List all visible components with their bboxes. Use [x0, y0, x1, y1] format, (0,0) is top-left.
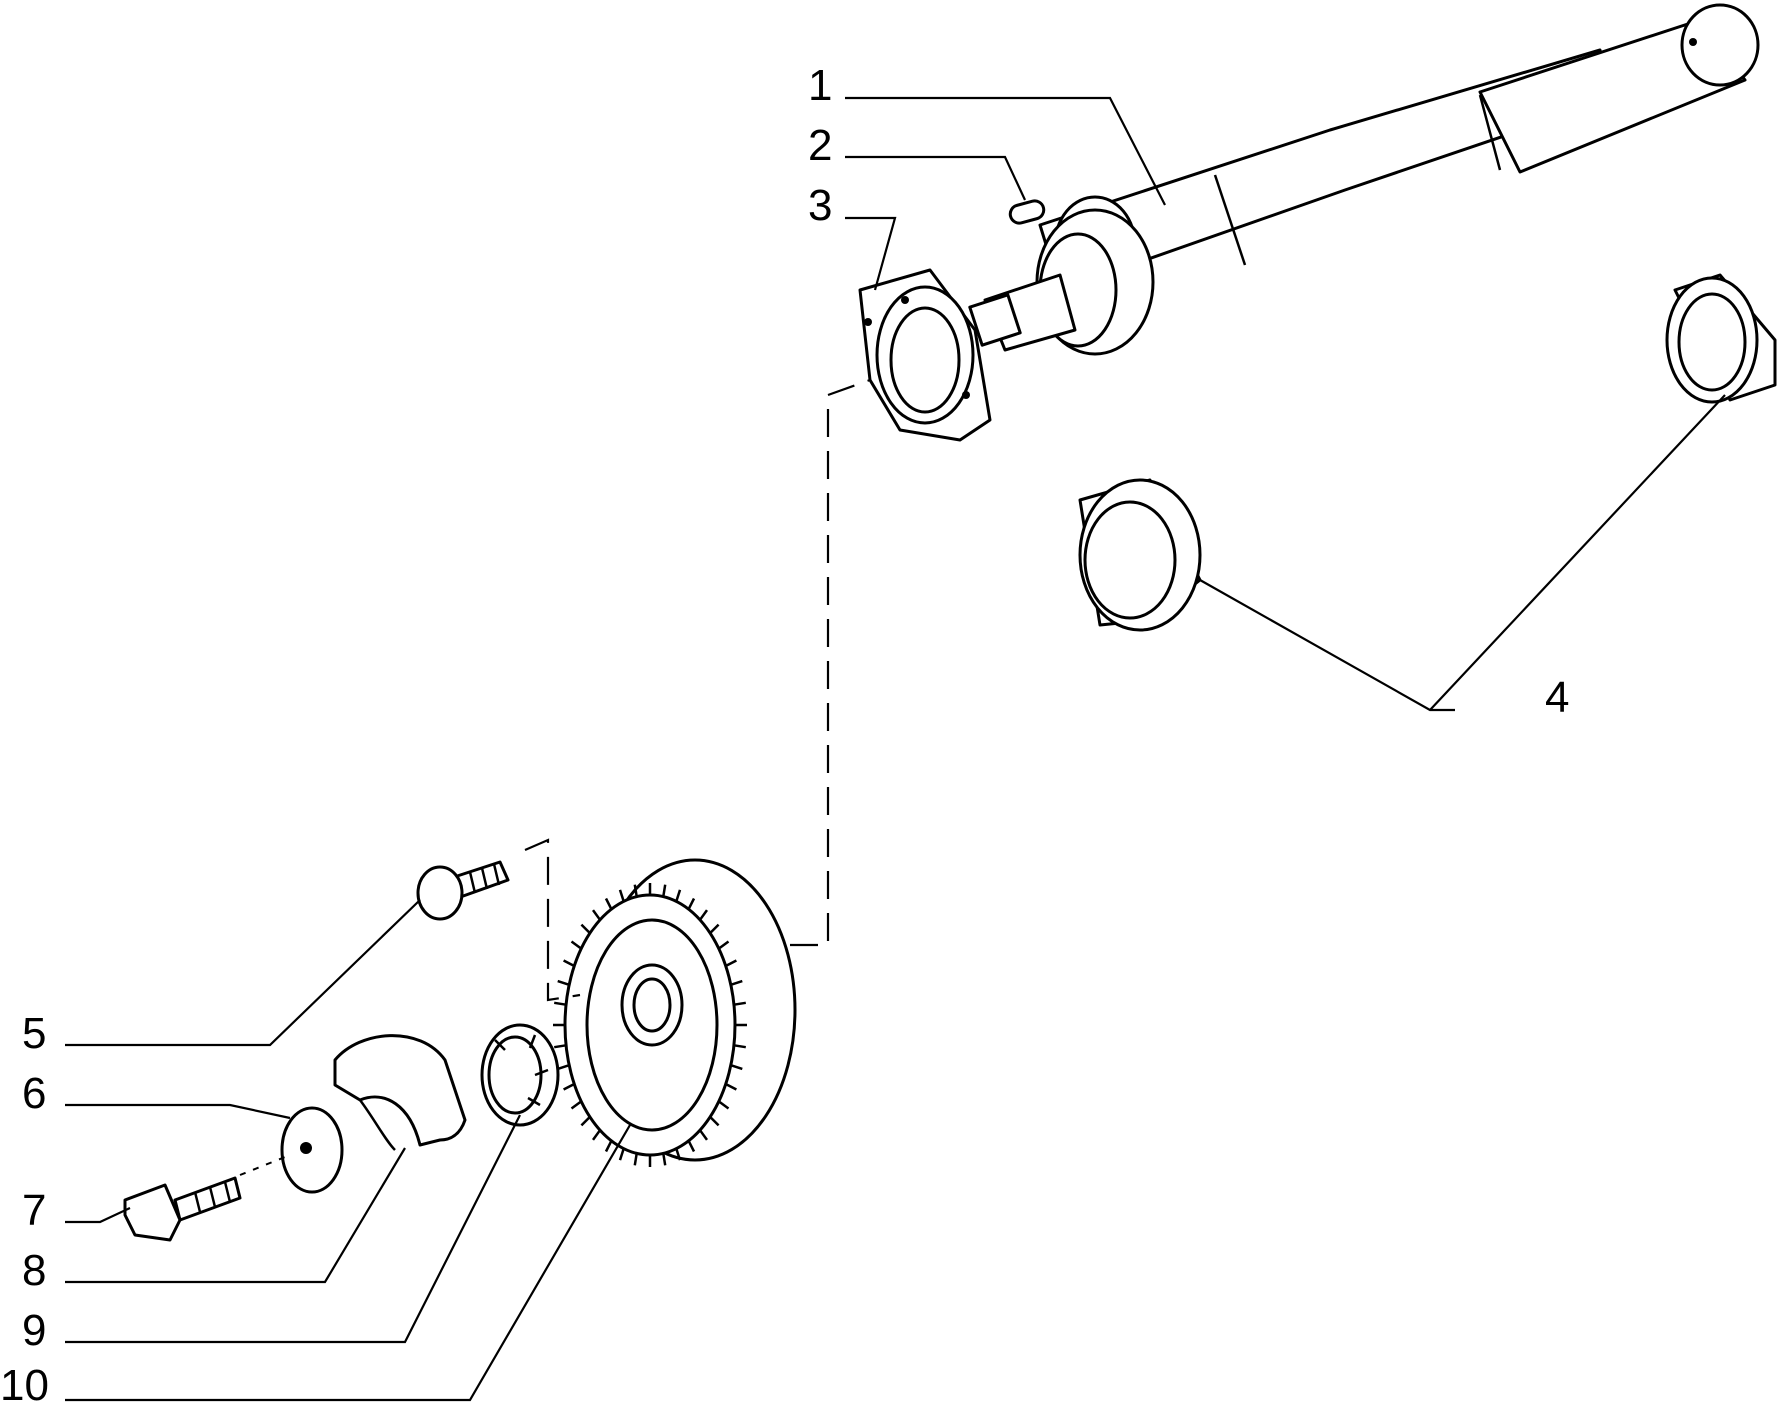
callout-2: 2 [808, 121, 832, 170]
part-1-shaft [968, 3, 1760, 356]
callout-6: 6 [22, 1069, 46, 1118]
part-10-gear [553, 858, 797, 1167]
part-5-screw [416, 860, 510, 921]
leader-lines [65, 96, 1726, 1402]
part-2-key [1008, 199, 1046, 225]
callout-1: 1 [808, 61, 832, 110]
part-7-bolt [123, 1176, 242, 1242]
callout-8: 8 [22, 1246, 46, 1295]
part-6-washer [280, 1106, 344, 1194]
part-9-lock-nut [480, 1023, 560, 1127]
callout-10: 10 [0, 1361, 49, 1403]
callout-7: 7 [22, 1186, 46, 1235]
callout-5: 5 [22, 1009, 46, 1058]
callout-9: 9 [22, 1306, 46, 1355]
part-4-bushings [1078, 273, 1777, 632]
part-8-segment [333, 1034, 467, 1151]
callout-4: 4 [1545, 673, 1569, 722]
callout-3: 3 [808, 181, 832, 230]
callout-numbers: 1 2 3 4 5 6 7 8 9 10 [0, 61, 1569, 1403]
part-3-flange [858, 268, 992, 442]
assembly-lines [239, 378, 871, 1176]
